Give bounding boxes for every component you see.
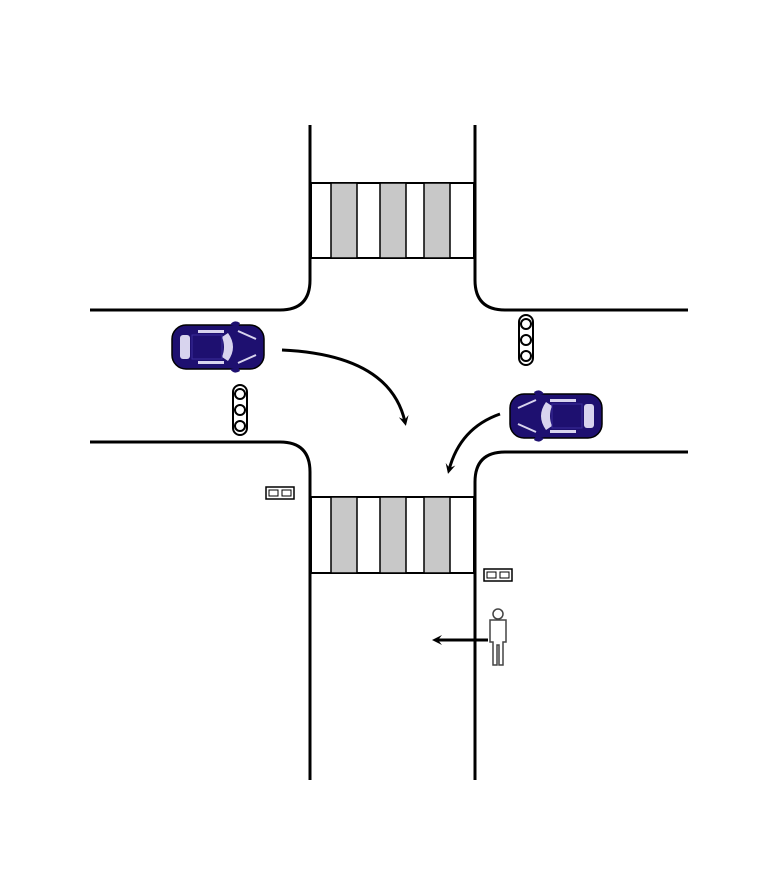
car-icon — [171, 320, 265, 374]
curb-top-left — [90, 125, 312, 312]
pedestrian-signal-icon — [483, 568, 513, 582]
crosswalk-north — [310, 182, 475, 259]
arrow-icon — [281, 348, 409, 426]
pedestrian-icon — [489, 608, 507, 666]
arrow-icon — [445, 412, 501, 474]
curb-bottom-left — [90, 440, 312, 780]
crosswalk-south — [310, 496, 475, 574]
traffic-light-icon — [232, 384, 248, 436]
curb-bottom-right — [473, 450, 688, 780]
car-icon — [509, 389, 603, 443]
traffic-light-icon — [518, 314, 534, 366]
pedestrian-signal-icon — [265, 486, 295, 500]
road-edges — [90, 125, 688, 780]
curb-top-right — [473, 125, 688, 312]
